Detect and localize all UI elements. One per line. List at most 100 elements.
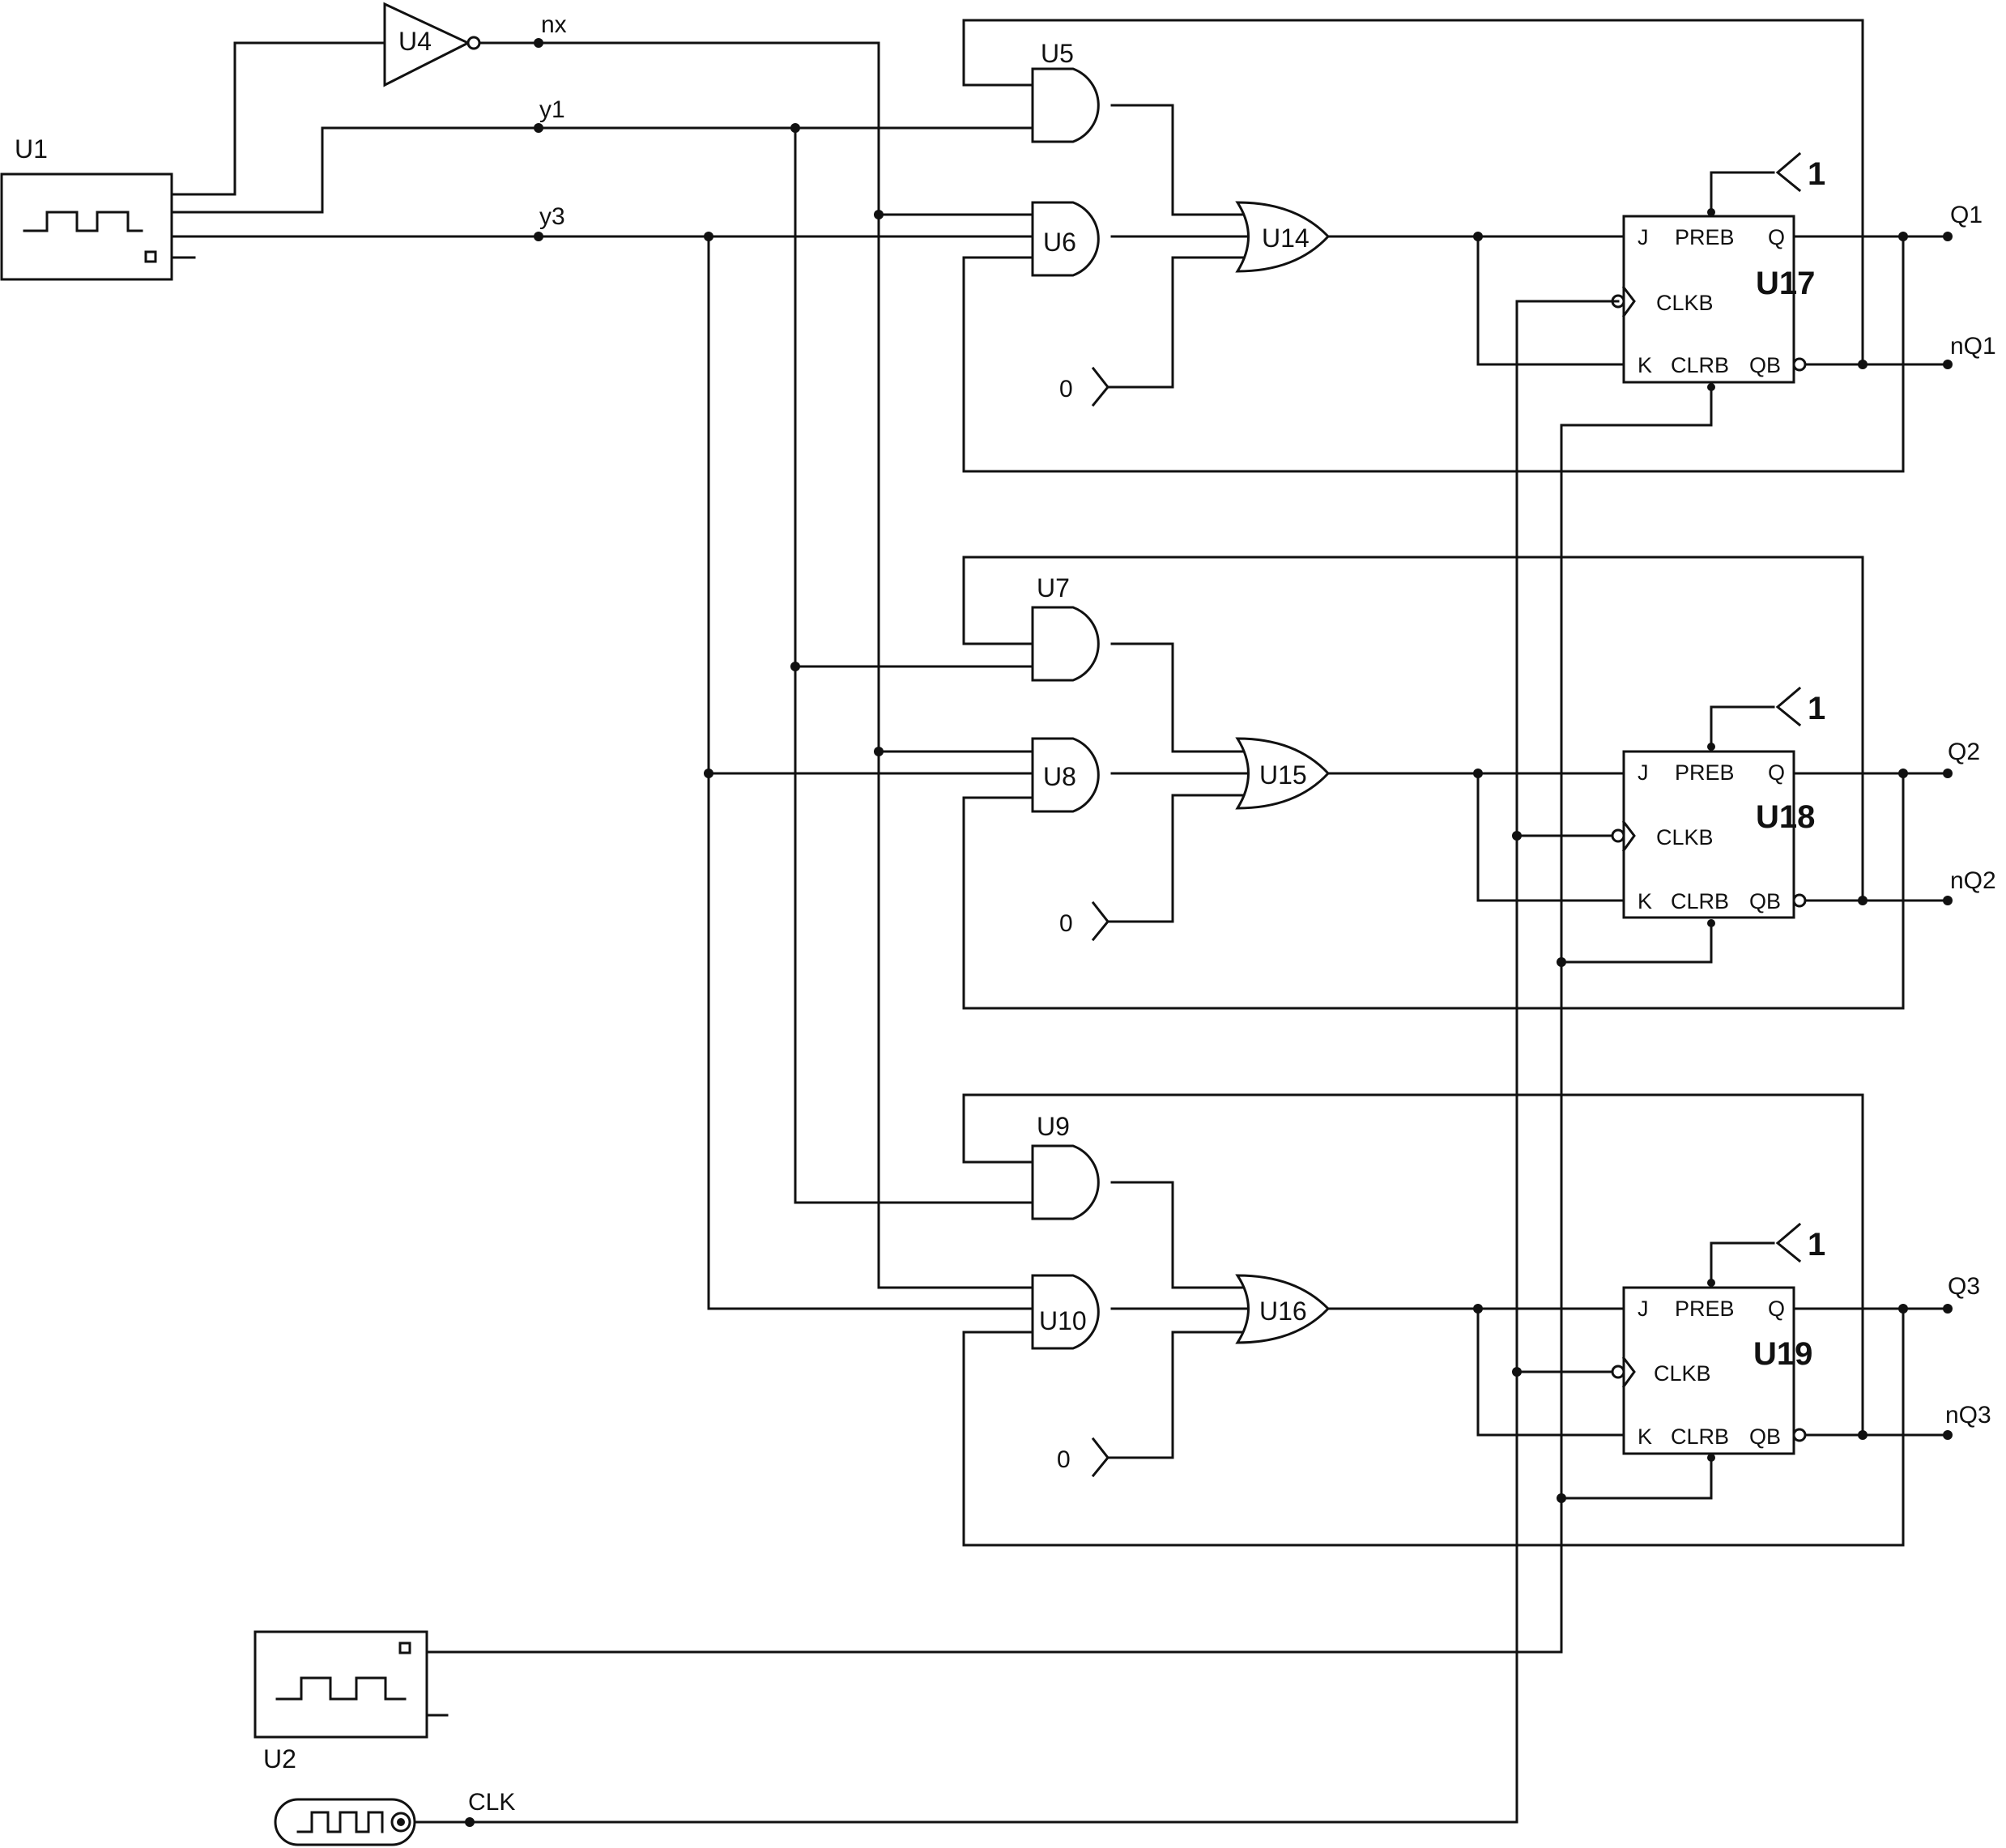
junction-q2 (1898, 769, 1908, 778)
u17-pin-clkb: CLKB (1656, 291, 1714, 315)
clock-source[interactable] (274, 1798, 416, 1846)
q3-terminal[interactable] (1943, 1304, 1953, 1314)
junction-u16-out (1473, 1304, 1483, 1314)
or-gate-u14[interactable] (1235, 201, 1331, 273)
junction-u15-out (1473, 769, 1483, 778)
u18-pin-preb: PREB (1675, 760, 1735, 785)
bus-y1 (794, 126, 1034, 1204)
u1-label: U1 (15, 134, 48, 164)
net-y1-label: y1 (539, 96, 565, 123)
constant-zero-1: 0 (1059, 376, 1073, 402)
u16-label: U16 (1259, 1297, 1307, 1326)
u7-label: U7 (1037, 573, 1070, 603)
nq1-terminal[interactable] (1943, 360, 1953, 369)
loop-nq3-u9 (962, 1093, 1864, 1437)
u19-pin-q: Q (1768, 1297, 1785, 1321)
and-gate-u5[interactable] (1031, 67, 1100, 143)
inverter-u4[interactable] (383, 2, 481, 87)
q2-terminal[interactable] (1943, 769, 1953, 778)
junction-clk-3 (1512, 1367, 1522, 1377)
u5-label: U5 (1041, 39, 1074, 68)
wire-preset-u18 (1710, 705, 1775, 753)
u17-pin-q: Q (1768, 225, 1785, 249)
constant-zero-2-symbol (1091, 901, 1109, 942)
u14-label: U14 (1262, 224, 1310, 253)
constant-one-2: 1 (1808, 691, 1825, 726)
u17-pin-preb: PREB (1675, 225, 1735, 249)
junction-q3 (1898, 1304, 1908, 1314)
net-q1-label: Q1 (1950, 202, 1983, 228)
junction-clk-source (465, 1817, 475, 1827)
u18-pin-clrb: CLRB (1671, 889, 1729, 913)
u6-label: U6 (1043, 228, 1076, 257)
constant-one-2-symbol (1775, 686, 1802, 727)
nq2-terminal[interactable] (1943, 896, 1953, 905)
signal-generator-u2[interactable] (253, 1630, 428, 1739)
junction-clr-3 (1557, 1493, 1566, 1503)
junction-clk-2 (1512, 831, 1522, 841)
wire-u7-u15 (1110, 642, 1249, 753)
junction-u14-out (1473, 232, 1483, 241)
u4-label: U4 (398, 27, 432, 56)
u19-pin-clrb: CLRB (1671, 1424, 1729, 1449)
loop-q3-u10 (962, 1307, 1905, 1547)
u19-pin-clkb: CLKB (1654, 1361, 1711, 1386)
and-gate-u7[interactable] (1031, 606, 1100, 682)
wire-zero-u14 (1106, 256, 1249, 389)
junction-nq2 (1858, 896, 1868, 905)
jk-flipflop-u19[interactable] (1611, 1286, 1807, 1455)
and-gate-u8[interactable] (1031, 737, 1100, 813)
wire-clr-u17 (1560, 385, 1713, 427)
constant-zero-1-symbol (1091, 366, 1109, 407)
net-clk-label: CLK (468, 1789, 515, 1816)
and-gate-u9[interactable] (1031, 1144, 1100, 1220)
net-q2-label: Q2 (1948, 739, 1980, 765)
u17-label: U17 (1756, 266, 1815, 301)
bus-clock (468, 300, 1620, 1824)
loop-q2-u8 (962, 772, 1905, 1010)
net-nq1-label: nQ1 (1950, 333, 1996, 360)
u19-preb-pin-dot (1707, 1279, 1715, 1287)
u15-label: U15 (1259, 760, 1307, 790)
wire-clr-u18 (1560, 922, 1713, 964)
wire-u14-k1 (1476, 235, 1625, 366)
nq3-terminal[interactable] (1943, 1430, 1953, 1440)
constant-one-1: 1 (1808, 156, 1825, 192)
word-generator-u1[interactable] (0, 172, 173, 281)
constant-one-3-symbol (1775, 1222, 1802, 1263)
and-gate-u10[interactable] (1031, 1274, 1100, 1350)
u18-pin-j: J (1638, 760, 1649, 785)
constant-one-1-symbol (1775, 151, 1802, 193)
u17-pin-k: K (1638, 353, 1652, 377)
u18-pin-q: Q (1768, 760, 1785, 785)
jk-flipflop-u17[interactable] (1611, 215, 1807, 384)
jk-flipflop-u18[interactable] (1611, 750, 1807, 919)
q1-terminal[interactable] (1943, 232, 1953, 241)
wire-y1 (170, 126, 1034, 214)
u17-pin-qb: QB (1749, 353, 1781, 377)
junction-q1 (1898, 232, 1908, 241)
u18-label: U18 (1756, 799, 1815, 835)
net-nq2-label: nQ2 (1950, 867, 1996, 894)
loop-nq1-u5 (962, 19, 1864, 366)
u8-label: U8 (1043, 762, 1076, 791)
junctions (534, 38, 884, 778)
wire-zero-u16 (1106, 1331, 1249, 1459)
u19-label: U19 (1753, 1336, 1812, 1372)
and-gate-u6[interactable] (1031, 201, 1100, 277)
or-gate-u16[interactable] (1235, 1274, 1331, 1344)
constant-zero-3: 0 (1057, 1446, 1071, 1473)
wire-preset-u19 (1710, 1241, 1775, 1289)
or-gate-u15[interactable] (1235, 737, 1331, 810)
u17-pin-clrb: CLRB (1671, 353, 1729, 377)
u19-pin-j: J (1638, 1297, 1649, 1321)
loop-nq2-u7 (962, 556, 1864, 902)
wire-u5-u14 (1110, 104, 1249, 216)
wire-u16-k3 (1476, 1307, 1625, 1437)
u18-preb-pin-dot (1707, 743, 1715, 751)
net-nx-label: nx (541, 11, 567, 38)
junction-clr-2 (1557, 957, 1566, 967)
loop-q1-u6 (962, 235, 1905, 473)
